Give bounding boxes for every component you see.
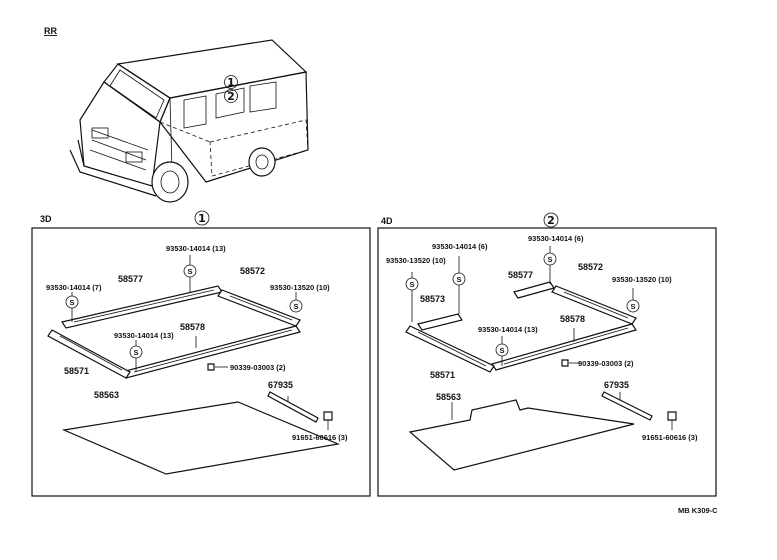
label-screw-top: 93530-14014 (13) bbox=[166, 244, 226, 253]
screw-top: S bbox=[183, 255, 197, 292]
label-screw-mid: 93530-14014 (13) bbox=[114, 331, 174, 340]
label-rail-front: 58578 bbox=[180, 322, 205, 332]
label-4d-mat: 58563 bbox=[436, 392, 461, 402]
label-4d-clip: 90339-03003 (2) bbox=[578, 359, 634, 368]
label-4d-strip: 67935 bbox=[604, 380, 629, 390]
label-rail-left: 58571 bbox=[64, 366, 89, 376]
footer-code: MB K309-C bbox=[678, 506, 718, 515]
screw-4d-a: S bbox=[405, 272, 419, 322]
strip-67935 bbox=[267, 391, 319, 423]
label-4d-screw-right: 93530-13520 (10) bbox=[612, 275, 672, 284]
rail-58571 bbox=[47, 329, 131, 379]
panel-3d-number: 1 bbox=[198, 212, 206, 225]
bolt-91651 bbox=[323, 411, 333, 430]
svg-text:S: S bbox=[133, 348, 138, 357]
clip-90339-4d bbox=[561, 359, 580, 367]
label-4d-screw-mid: 93530-14014 (13) bbox=[478, 325, 538, 334]
screw-left: S bbox=[65, 292, 79, 322]
label-bolt: 91651-60616 (3) bbox=[292, 433, 348, 442]
label-rail-right: 58572 bbox=[240, 266, 265, 276]
van-callout-1: 1 bbox=[227, 76, 235, 89]
label-screw-left: 93530-14014 (7) bbox=[46, 283, 102, 292]
rail-58571-4d bbox=[405, 325, 495, 373]
panel-4d-variant: 4D bbox=[381, 216, 393, 226]
label-strip: 67935 bbox=[268, 380, 293, 390]
van-callout-2: 2 bbox=[227, 90, 235, 103]
rail-58572 bbox=[217, 289, 301, 327]
panel-3d-frame bbox=[31, 227, 371, 497]
label-4d-bracket-left: 58573 bbox=[420, 294, 445, 304]
screw-4d-c: S bbox=[543, 246, 557, 284]
panel-4d-number: 2 bbox=[547, 214, 555, 227]
screw-right: S bbox=[289, 292, 303, 313]
label-4d-rail-right: 58572 bbox=[578, 262, 603, 272]
svg-text:S: S bbox=[69, 298, 74, 307]
bolt-91651-4d bbox=[667, 411, 677, 430]
panel-4d-number-circle bbox=[543, 212, 559, 228]
bracket-58573 bbox=[417, 313, 463, 331]
screw-mid: S bbox=[129, 340, 143, 372]
svg-text:S: S bbox=[409, 280, 414, 289]
label-screw-right: 93530-13520 (10) bbox=[270, 283, 330, 292]
panel-3d-number-circle bbox=[194, 210, 210, 226]
panel-3d-variant: 3D bbox=[40, 214, 52, 224]
label-4d-bracket-back: 58577 bbox=[508, 270, 533, 280]
label-4d-bolt: 91651-60616 (3) bbox=[642, 433, 698, 442]
floor-mat-58563-4d bbox=[408, 399, 635, 471]
svg-text:S: S bbox=[499, 346, 504, 355]
panel-4d: 4D 2 S S S bbox=[377, 212, 717, 497]
svg-text:S: S bbox=[293, 302, 298, 311]
label-clip: 90339-03003 (2) bbox=[230, 363, 286, 372]
strip-67935-4d bbox=[601, 391, 653, 421]
svg-text:S: S bbox=[547, 255, 552, 264]
screw-4d-right: S bbox=[626, 288, 640, 313]
header-code: RR bbox=[44, 26, 57, 36]
label-rail-back: 58577 bbox=[118, 274, 143, 284]
svg-text:S: S bbox=[187, 267, 192, 276]
floor-mat-58563 bbox=[61, 401, 341, 475]
label-mat: 58563 bbox=[94, 390, 119, 400]
clip-90339 bbox=[207, 363, 228, 371]
svg-text:S: S bbox=[630, 302, 635, 311]
label-4d-rail-left: 58571 bbox=[430, 370, 455, 380]
bracket-58577 bbox=[513, 281, 555, 299]
svg-text:S: S bbox=[456, 275, 461, 284]
screw-4d-b: S bbox=[452, 256, 466, 314]
label-4d-rail-front: 58578 bbox=[560, 314, 585, 324]
label-4d-screw-a: 93530-14014 (6) bbox=[432, 242, 488, 251]
panel-3d: 3D 1 S S S bbox=[31, 210, 371, 497]
screw-4d-mid: S bbox=[495, 336, 509, 366]
label-4d-screw-b: 93530-14014 (6) bbox=[528, 234, 584, 243]
panel-4d-frame bbox=[377, 227, 717, 497]
label-4d-screw-c: 93530-13520 (10) bbox=[386, 256, 446, 265]
rail-58578-4d bbox=[491, 323, 637, 371]
van-illustration: 1 2 bbox=[69, 39, 309, 203]
